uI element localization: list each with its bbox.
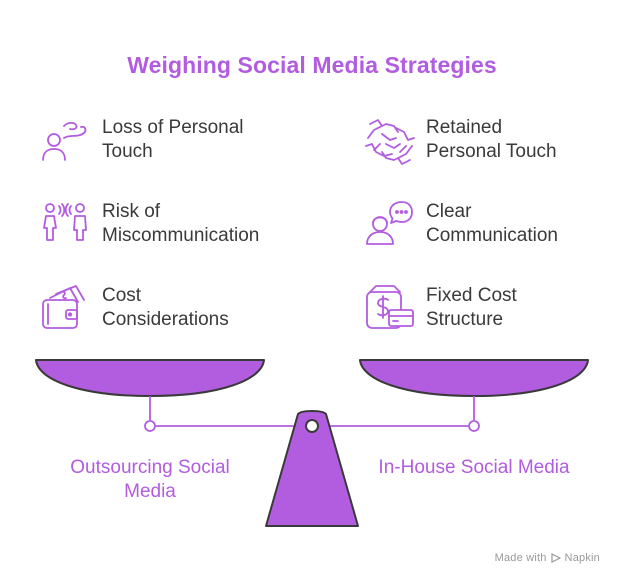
napkin-watermark: Made with Napkin: [495, 552, 600, 564]
right-item-label: Fixed Cost Structure: [426, 285, 517, 330]
left-pan: [35, 359, 265, 397]
two-people-talking-icon: [43, 203, 87, 241]
scale-fulcrum: [265, 410, 359, 527]
page-title: Weighing Social Media Strategies: [127, 52, 497, 78]
left-item-label: Loss of Personal Touch: [102, 117, 244, 162]
right-item-label: Clear Communication: [426, 201, 558, 246]
dollar-card-icon: [366, 285, 414, 329]
right-item-label: Retained Personal Touch: [426, 117, 557, 162]
napkin-brand-text: Napkin: [564, 552, 600, 564]
left-beam-joint: [144, 420, 156, 432]
right-beam-joint: [468, 420, 480, 432]
left-item-label: Cost Considerations: [102, 285, 229, 330]
napkin-logo-icon: [550, 553, 561, 563]
right-pan-label: In-House Social Media: [378, 457, 570, 478]
wallet-cash-icon: [42, 285, 85, 329]
person-speaking-icon: [42, 121, 87, 161]
right-pan: [359, 359, 589, 397]
handshake-icon: [365, 119, 415, 165]
left-pan-label: Outsourcing Social Media: [70, 457, 230, 502]
balance-scale: [35, 359, 589, 527]
person-chat-bubble-icon: [366, 201, 413, 245]
made-with-text: Made with: [494, 552, 547, 564]
left-item-label: Risk of Miscommunication: [102, 201, 260, 246]
fulcrum-pivot: [305, 419, 319, 433]
